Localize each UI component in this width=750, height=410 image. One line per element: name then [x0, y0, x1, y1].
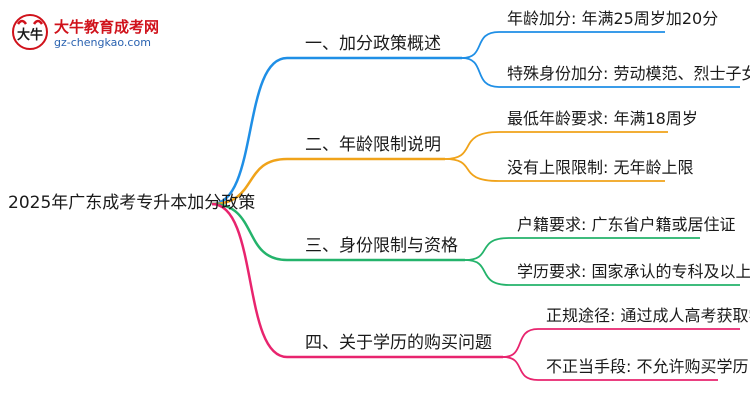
leaf-connector [461, 57, 740, 88]
leaf-node: 年龄加分: 年满25周岁加20分 [507, 9, 719, 28]
branch-connector [211, 157, 445, 206]
leaf-connector [444, 131, 668, 160]
svg-text:大牛: 大牛 [17, 27, 43, 43]
leaf-node: 学历要求: 国家承认的专科及以上学历 [517, 262, 750, 281]
leaf-connector [502, 356, 718, 381]
branch-node: 四、关于学历的购买问题 [305, 333, 492, 353]
leaf-node: 不正当手段: 不允许购买学历 [546, 357, 749, 376]
logo-url: gz-chengkao.com [54, 36, 151, 49]
bull-logo-icon: 大牛 [12, 14, 48, 50]
leaf-node: 正规途径: 通过成人高考获取学历 [546, 306, 750, 325]
leaf-node: 没有上限限制: 无年龄上限 [507, 158, 694, 177]
branch-node: 二、年龄限制说明 [305, 135, 441, 155]
leaf-connector [502, 328, 740, 358]
site-logo: 大牛 大牛教育成考网 gz-chengkao.com [10, 10, 170, 56]
branch-connector [211, 202, 465, 262]
leaf-connector [464, 259, 740, 286]
root-node: 2025年广东成考专升本加分政策 [8, 193, 256, 213]
leaf-connector [464, 237, 700, 261]
leaf-connector [461, 31, 665, 59]
leaf-node: 户籍要求: 广东省户籍或居住证 [517, 215, 736, 234]
branch-node: 一、加分政策概述 [305, 34, 441, 54]
leaf-node: 最低年龄要求: 年满18周岁 [507, 109, 698, 128]
logo-title: 大牛教育成考网 [54, 18, 160, 36]
leaf-node: 特殊身份加分: 劳动模范、烈士子女等 [507, 64, 750, 83]
branch-connector [211, 56, 462, 206]
leaf-connector [444, 158, 665, 182]
branch-connector [211, 202, 503, 359]
branch-node: 三、身份限制与资格 [305, 236, 458, 256]
